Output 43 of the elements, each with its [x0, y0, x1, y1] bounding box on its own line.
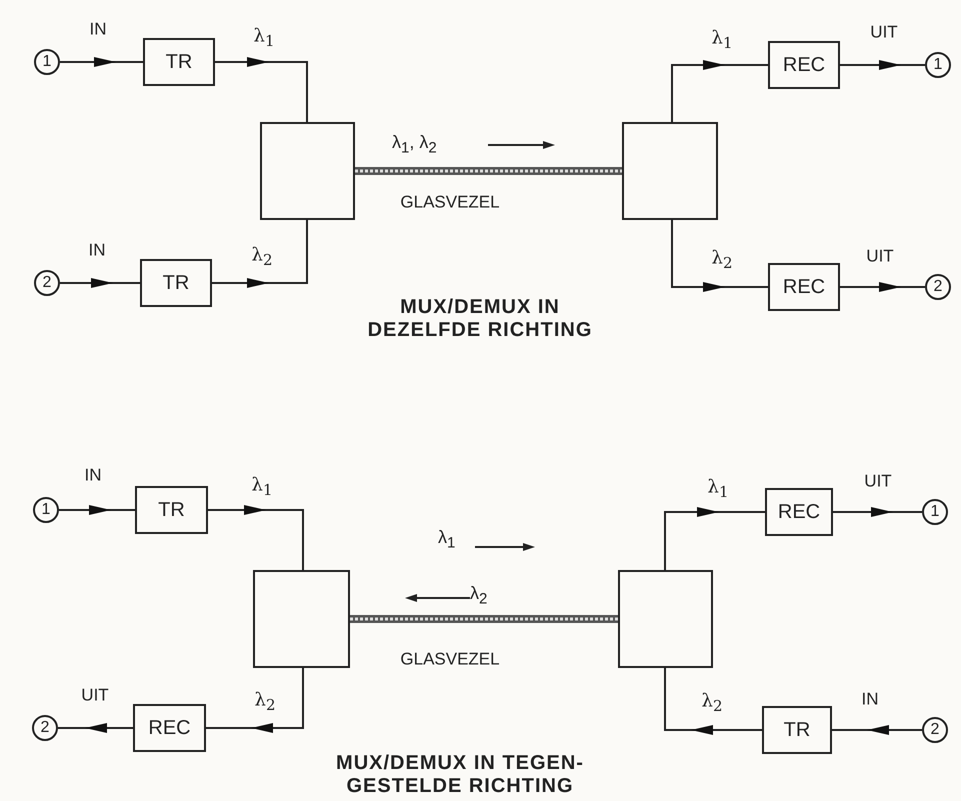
process-box: REC — [133, 704, 206, 752]
port-circle: 1 — [922, 499, 948, 525]
arrow — [671, 220, 768, 292]
process-box: TR — [762, 706, 832, 754]
process-box: REC — [768, 263, 840, 311]
arrow — [664, 668, 762, 735]
fiber-cable — [350, 615, 618, 623]
caption: MUX/DEMUX IN TEGEN- GESTELDE RICHTING — [335, 752, 585, 798]
multiplexer-box — [622, 122, 718, 220]
arrow — [206, 668, 304, 733]
port-circle: 2 — [922, 717, 948, 743]
arrow — [833, 507, 922, 517]
port-circle: 1 — [33, 497, 59, 523]
wavelength-label: λ$_{1}$ — [438, 527, 456, 552]
multiplexer-box — [260, 122, 355, 220]
process-box: TR — [140, 259, 212, 307]
arrow — [840, 60, 925, 70]
arrow — [840, 282, 925, 292]
arrow — [59, 505, 135, 515]
arrow — [60, 278, 140, 288]
wavelength-label: λ$_{1}$, λ$_{2}$ — [392, 132, 437, 157]
process-box: TR — [135, 486, 208, 534]
port-circle: 2 — [32, 715, 58, 741]
port-circle: 2 — [34, 270, 60, 296]
port-circle: 1 — [925, 52, 951, 78]
arrow — [664, 507, 765, 570]
port-circle: 1 — [34, 49, 60, 75]
arrow — [212, 220, 308, 288]
arrow — [60, 57, 143, 67]
arrow — [215, 57, 308, 122]
process-box: REC — [765, 488, 833, 536]
arrow — [832, 725, 922, 735]
process-box: TR — [143, 38, 215, 86]
arrow — [671, 60, 768, 122]
arrow — [208, 505, 304, 570]
arrow — [58, 723, 133, 733]
wavelength-label: λ$_{2}$ — [470, 583, 488, 608]
caption: MUX/DEMUX IN DEZELFDE RICHTING — [366, 296, 594, 342]
process-box: REC — [768, 41, 840, 89]
multiplexer-box — [253, 570, 350, 668]
multiplexer-box — [618, 570, 713, 668]
port-circle: 2 — [925, 274, 951, 300]
fiber-cable — [355, 167, 622, 175]
